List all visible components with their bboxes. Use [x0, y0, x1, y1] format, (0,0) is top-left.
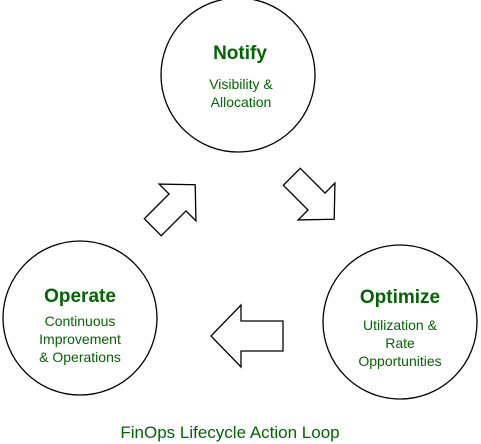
operate-node: Operate Continuous Improvement & Operati…: [2, 240, 158, 396]
operate-title: Operate: [44, 286, 116, 307]
arrow-operate-to-notify: [143, 183, 197, 237]
operate-desc-line-2: Improvement: [39, 331, 121, 347]
notify-circle: [160, 0, 316, 153]
optimize-circle: [322, 244, 478, 400]
arrow-notify-to-optimize: [282, 167, 336, 221]
diagram-caption: FinOps Lifecycle Action Loop: [120, 423, 339, 442]
optimize-title: Optimize: [360, 287, 440, 308]
notify-desc-line-2: Allocation: [211, 94, 272, 110]
operate-circle: [2, 240, 158, 396]
arrow-left-icon: [210, 303, 284, 369]
operate-desc-line-3: & Operations: [39, 349, 121, 365]
arrow-optimize-to-operate: [210, 303, 284, 369]
notify-title: Notify: [213, 43, 267, 64]
notify-desc-line-1: Visibility &: [209, 76, 273, 92]
arrow-right-up-icon: [143, 183, 197, 237]
operate-desc-line-1: Continuous: [45, 313, 116, 329]
optimize-node: Optimize Utilization & Rate Opportunitie…: [322, 244, 478, 400]
optimize-desc-line-2: Rate: [385, 335, 415, 351]
optimize-desc-line-3: Opportunities: [358, 353, 441, 369]
arrow-right-down-icon: [282, 167, 336, 221]
notify-node: Notify Visibility & Allocation: [160, 0, 316, 153]
optimize-desc-line-1: Utilization &: [363, 317, 438, 333]
